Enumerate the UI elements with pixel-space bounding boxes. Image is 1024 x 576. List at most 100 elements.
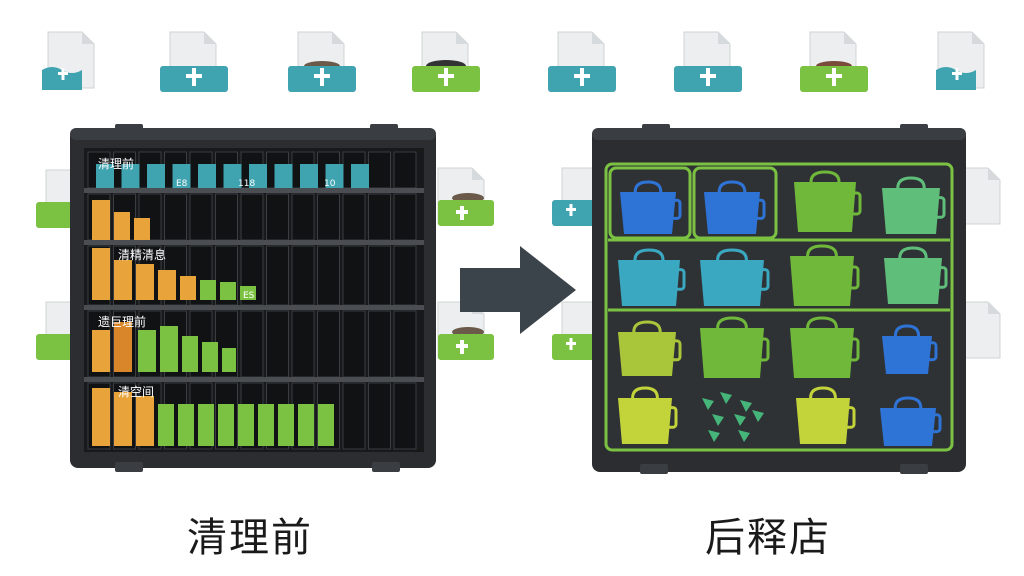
stock-box [182, 336, 198, 372]
shopping-bag-icon [618, 320, 682, 376]
grid-cell [368, 151, 391, 189]
piece [708, 430, 720, 442]
orange-box [136, 396, 154, 446]
teal-box [172, 164, 191, 188]
piece [702, 398, 714, 410]
green-box [218, 404, 234, 446]
bag-side-handle [846, 265, 860, 290]
document-add-icon [288, 31, 356, 92]
green-box [238, 404, 254, 446]
bag-side-handle [846, 337, 860, 362]
orange-box [158, 270, 176, 300]
grid-cell [393, 193, 417, 241]
orange-box [180, 276, 196, 300]
green-box [178, 404, 194, 446]
bag-body [794, 182, 856, 232]
document-add-icon [548, 31, 616, 92]
document-add-icon [552, 167, 609, 226]
bag-body [700, 328, 764, 378]
bag-side-handle [664, 406, 678, 429]
document-add-icon [36, 301, 93, 360]
bag-body [884, 258, 942, 304]
bag-side-handle [932, 196, 946, 219]
bag-body [790, 256, 854, 306]
grid-cell [266, 245, 289, 306]
shopping-bag-icon [882, 324, 938, 374]
document-add-icon [160, 31, 228, 92]
stock-box [92, 330, 110, 372]
grid-cell [368, 245, 391, 306]
bag-side-handle [756, 337, 770, 362]
piece [738, 430, 750, 442]
bag-handle [717, 180, 747, 193]
teal-box [351, 164, 369, 188]
tiny-label: ES [243, 291, 255, 301]
document-add-icon [42, 31, 95, 90]
bag-body [796, 398, 850, 444]
cabinet-items [92, 164, 369, 446]
stock-box [160, 326, 178, 372]
shelf-label: 清空间 [118, 385, 154, 399]
bag-handle [633, 248, 665, 261]
grid-cell [317, 245, 340, 306]
document-add-icon [437, 167, 494, 226]
grid-cell [342, 382, 366, 450]
shopping-bag-icon [884, 246, 948, 304]
grid-cell [215, 193, 238, 241]
tiny-label: 118 [238, 179, 255, 189]
grid-cell [291, 310, 315, 378]
bag-body [618, 332, 676, 376]
grid-cell [240, 310, 264, 378]
right-arrow-icon [460, 246, 576, 334]
document-add-icon [552, 301, 609, 360]
shopping-bag-icon [700, 248, 770, 306]
bag-side-handle [842, 406, 856, 429]
scattered-pieces [702, 392, 764, 442]
bag-handle [806, 316, 838, 329]
grid-cell [240, 193, 264, 241]
bag-side-handle [756, 268, 770, 291]
bag-handle [631, 386, 659, 399]
bag-side-handle [668, 198, 682, 220]
bag-handle [809, 386, 837, 399]
bag-handle [716, 248, 748, 261]
bag-side-handle [668, 339, 682, 362]
bag-side-handle [752, 198, 766, 220]
file-icons-top-left [42, 31, 480, 92]
grid-cell [342, 310, 366, 378]
grid-cell [393, 245, 417, 306]
shelf-label: 清精清息 [118, 247, 166, 262]
grid-cell [368, 382, 391, 450]
bag-handle [893, 324, 921, 337]
bag-handle [806, 244, 838, 257]
bag-body [882, 188, 940, 234]
bag-side-handle [672, 268, 686, 291]
bag-handle [632, 320, 662, 333]
stock-box [114, 322, 132, 372]
teal-box [198, 164, 216, 188]
bag-side-handle [928, 413, 942, 434]
bag-handle [809, 170, 841, 183]
grid-cell [393, 382, 417, 450]
orange-box [92, 388, 110, 446]
green-box [220, 282, 236, 300]
caption-after: 后释店 [705, 515, 831, 561]
bag-handle [633, 180, 663, 193]
shopping-bag-icon [700, 316, 770, 378]
shopping-bag-icon [790, 316, 860, 378]
green-box [318, 404, 334, 446]
orange-box [114, 392, 132, 446]
shopping-bag-icon [790, 244, 860, 306]
orange-box [134, 218, 150, 240]
document-add-icon [674, 31, 742, 92]
bag-body [704, 192, 760, 234]
document-add-icon [936, 31, 985, 90]
bag-body [882, 336, 932, 374]
document-add-icon [412, 31, 480, 92]
side-file-icons [36, 167, 1001, 360]
grid-cell [291, 245, 315, 306]
document-add-icon [36, 169, 93, 228]
shelf-label: 清理前 [98, 156, 134, 171]
bag-handle [716, 316, 748, 329]
